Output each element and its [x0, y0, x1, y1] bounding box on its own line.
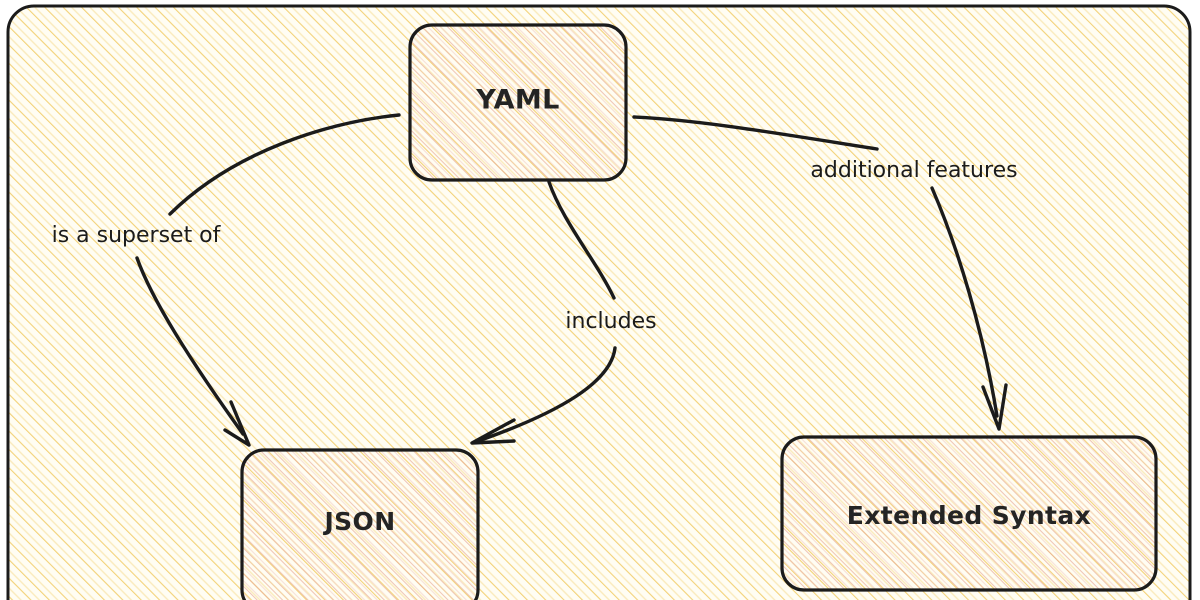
edge-label-superset: is a superset of [52, 223, 222, 248]
node-extended-syntax-hatch [782, 437, 1156, 590]
edge-yaml-to-extended[interactable]: additional features [632, 115, 1018, 431]
edge-yaml-to-json-includes[interactable]: includes [470, 180, 657, 445]
edge-path-includes-lower [479, 346, 617, 442]
node-extended-syntax[interactable]: Extended Syntax [780, 435, 1158, 592]
node-extended-syntax-label: Extended Syntax [847, 501, 1091, 530]
edge-path-includes [547, 180, 616, 300]
node-extended-syntax-border [780, 435, 1158, 592]
node-json[interactable]: JSON [240, 448, 480, 600]
arrowhead-additional [981, 383, 1008, 431]
node-json-hatch [242, 450, 478, 600]
node-yaml-border [408, 23, 628, 182]
arrowhead-superset [223, 400, 251, 447]
edge-path-superset [168, 113, 401, 216]
node-yaml-label: YAML [475, 85, 560, 116]
node-yaml[interactable]: YAML [408, 23, 628, 182]
edge-path-superset-lower [135, 256, 245, 436]
edge-path-additional [632, 115, 879, 151]
node-yaml-hatch [410, 25, 626, 180]
arrowhead-includes [470, 418, 516, 445]
edge-yaml-to-json-superset[interactable]: is a superset of [52, 113, 401, 447]
edge-path-additional-lower [930, 186, 999, 418]
edge-label-additional: additional features [810, 158, 1017, 183]
node-json-border [240, 448, 480, 600]
canvas-frame-border [6, 4, 1192, 600]
edge-label-includes: includes [565, 309, 656, 334]
node-json-label: JSON [322, 507, 395, 536]
